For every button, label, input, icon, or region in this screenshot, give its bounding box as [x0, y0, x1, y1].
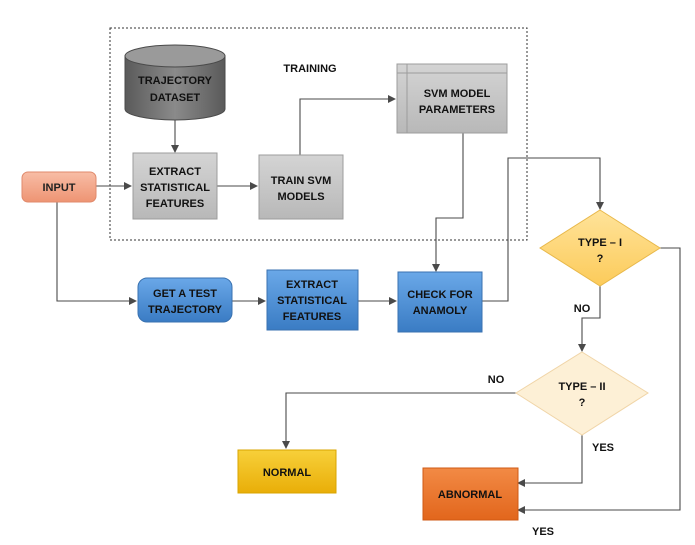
svg-text:?: ? — [597, 253, 604, 265]
svg-text:INPUT: INPUT — [43, 182, 76, 194]
svg-text:TYPE – II: TYPE – II — [558, 381, 605, 393]
svg-text:TRAJECTORY: TRAJECTORY — [148, 304, 223, 316]
svg-text:EXTRACT: EXTRACT — [286, 279, 338, 291]
type2-yes-label: YES — [592, 442, 614, 454]
edge-train-to-params — [299, 95, 396, 155]
svg-text:PARAMETERS: PARAMETERS — [419, 104, 495, 116]
type1-yes-label: YES — [532, 526, 554, 538]
svg-text:MODELS: MODELS — [277, 191, 324, 203]
type1-decision-node: TYPE – I ? — [539, 209, 661, 287]
svg-text:SVM MODEL: SVM MODEL — [424, 88, 491, 100]
trajectory-dataset-node: TRAJECTORY DATASET — [124, 44, 226, 121]
edge-type2-to-normal — [282, 392, 516, 449]
svg-text:CHECK FOR: CHECK FOR — [407, 289, 472, 301]
svg-text:DATASET: DATASET — [150, 92, 201, 104]
check-anomaly-node: CHECK FOR ANAMOLY — [397, 271, 483, 333]
svg-text:GET A TEST: GET A TEST — [153, 288, 217, 300]
svm-parameters-node: SVM MODEL PARAMETERS — [396, 63, 508, 134]
svg-text:ANAMOLY: ANAMOLY — [413, 305, 468, 317]
svg-text:EXTRACT: EXTRACT — [149, 166, 201, 178]
input-node: INPUT — [21, 171, 97, 203]
type2-no-label: NO — [488, 374, 505, 386]
svg-text:NORMAL: NORMAL — [263, 467, 312, 479]
svg-text:STATISTICAL: STATISTICAL — [277, 295, 347, 307]
get-test-trajectory-node: GET A TEST TRAJECTORY — [137, 277, 233, 323]
edge-type2-to-abnormal — [517, 435, 583, 487]
svg-text:TRAIN SVM: TRAIN SVM — [271, 175, 332, 187]
training-group-border — [109, 27, 528, 241]
svg-text:FEATURES: FEATURES — [146, 198, 204, 210]
edge-check-to-type1 — [482, 157, 604, 302]
type1-no-label: NO — [574, 303, 591, 315]
edge-type1-to-type2 — [578, 285, 601, 352]
svg-text:TYPE – I: TYPE – I — [578, 237, 622, 249]
abnormal-node: ABNORMAL — [422, 467, 519, 521]
training-label: TRAINING — [283, 63, 336, 75]
edge-input-to-gettest — [56, 202, 137, 305]
svg-text:TRAJECTORY: TRAJECTORY — [138, 75, 213, 87]
svg-text:?: ? — [579, 397, 586, 409]
normal-node: NORMAL — [237, 449, 337, 494]
extract-features-test-node: EXTRACT STATISTICAL FEATURES — [266, 269, 359, 331]
type2-decision-node: TYPE – II ? — [515, 351, 649, 436]
svg-text:ABNORMAL: ABNORMAL — [438, 489, 502, 501]
edge-params-to-check — [432, 133, 464, 272]
edge-type1-to-abnormal — [517, 247, 681, 514]
extract-features-train-node: EXTRACT STATISTICAL FEATURES — [132, 152, 218, 220]
svg-text:FEATURES: FEATURES — [283, 311, 341, 323]
train-svm-node: TRAIN SVM MODELS — [258, 154, 344, 220]
svg-text:STATISTICAL: STATISTICAL — [140, 182, 210, 194]
